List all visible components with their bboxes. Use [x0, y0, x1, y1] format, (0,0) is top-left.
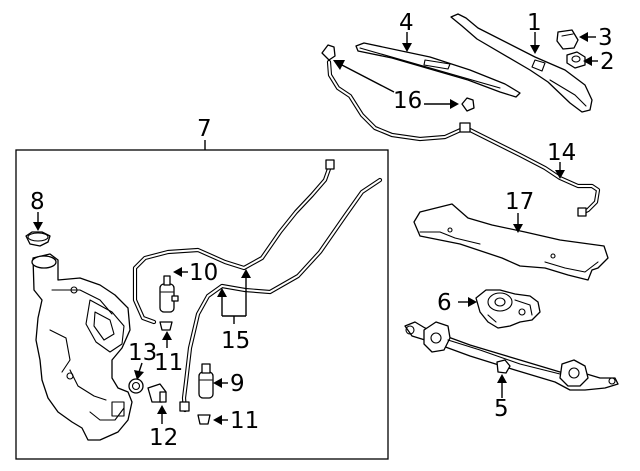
- reservoir-cap: [25, 231, 51, 247]
- callout-10: 10: [189, 260, 218, 286]
- callout-6: 6: [437, 290, 452, 316]
- callout-4: 4: [399, 10, 414, 36]
- washer-pump-front: [159, 275, 179, 313]
- level-sensor: [147, 383, 167, 403]
- washer-pump-rear: [198, 363, 214, 399]
- sensor-seal: [128, 378, 144, 394]
- wiper-arm: [450, 13, 593, 113]
- callout-14: 14: [547, 140, 576, 166]
- callout-12: 12: [149, 425, 178, 451]
- callout-8: 8: [30, 189, 45, 215]
- callout-3: 3: [598, 25, 613, 51]
- washer-hose-upper: [326, 59, 601, 217]
- arm-nut: [566, 51, 586, 69]
- pump-grommet-lower: [197, 414, 211, 425]
- wiper-linkage: [404, 321, 619, 391]
- leader-lines: [33, 32, 598, 425]
- cowl-panel: [413, 203, 609, 281]
- callout-labels: 1 2 3 4 5 6 7 8 9 10 11 11 12 13 14 15 1…: [30, 10, 615, 451]
- callout-9: 9: [230, 371, 245, 397]
- washer-nozzle-left: [321, 44, 336, 61]
- callout-13: 13: [128, 340, 157, 366]
- callout-17: 17: [505, 189, 534, 215]
- washer-reservoir: [31, 253, 133, 441]
- callout-11b: 11: [230, 408, 259, 434]
- callout-7: 7: [197, 116, 212, 142]
- callout-16: 16: [393, 88, 422, 114]
- callout-11a: 11: [154, 350, 183, 376]
- washer-nozzle-right: [461, 97, 475, 112]
- reservoir-hose-long: [132, 159, 335, 325]
- wiper-motor: [475, 289, 541, 329]
- callout-15: 15: [221, 328, 250, 354]
- reservoir-group-frame: [15, 149, 389, 460]
- callout-1: 1: [527, 10, 542, 36]
- arm-cap: [556, 29, 579, 50]
- pump-grommet-upper: [159, 321, 173, 331]
- reservoir-hose-short: [179, 177, 383, 413]
- callout-5: 5: [494, 396, 509, 422]
- wiper-blade: [355, 42, 521, 98]
- callout-2: 2: [600, 49, 615, 75]
